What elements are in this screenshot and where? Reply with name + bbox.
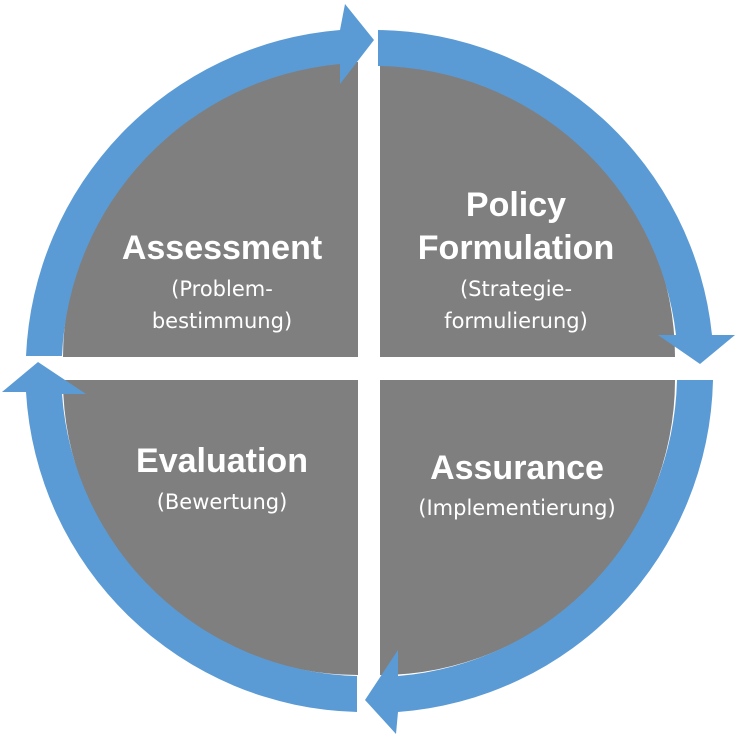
arrow-top-left [26,4,374,356]
quadrant-evaluation [63,380,358,675]
policy-formulation-subtitle-line-1: (Strategie- [460,277,572,301]
label-policy-formulation: Policy Formulation (Strategie- formulier… [418,186,614,333]
arrow-bottom-left [2,362,357,712]
label-assessment: Assessment (Problem- bestimmung) [122,229,322,333]
quadrant-assessment [63,62,358,357]
evaluation-subtitle: (Bewertung) [157,490,288,514]
assessment-subtitle-line-2: bestimmung) [152,309,292,333]
assurance-title: Assurance [430,449,604,487]
policy-formulation-title-line-2: Formulation [418,229,614,267]
arrow-top-right [378,30,735,364]
assessment-title: Assessment [122,229,322,267]
evaluation-title: Evaluation [136,442,308,480]
label-assurance: Assurance (Implementierung) [418,449,615,520]
policy-formulation-title-line-1: Policy [466,186,566,224]
quadrants [63,62,675,675]
cycle-arrows [2,4,735,734]
quadrant-assurance [380,380,675,675]
assurance-subtitle: (Implementierung) [418,496,615,520]
arrow-bottom-right [365,380,713,734]
quadrant-policy-formulation [380,62,675,357]
assessment-subtitle-line-1: (Problem- [171,277,273,301]
policy-formulation-subtitle-line-2: formulierung) [444,309,588,333]
label-evaluation: Evaluation (Bewertung) [136,442,308,514]
